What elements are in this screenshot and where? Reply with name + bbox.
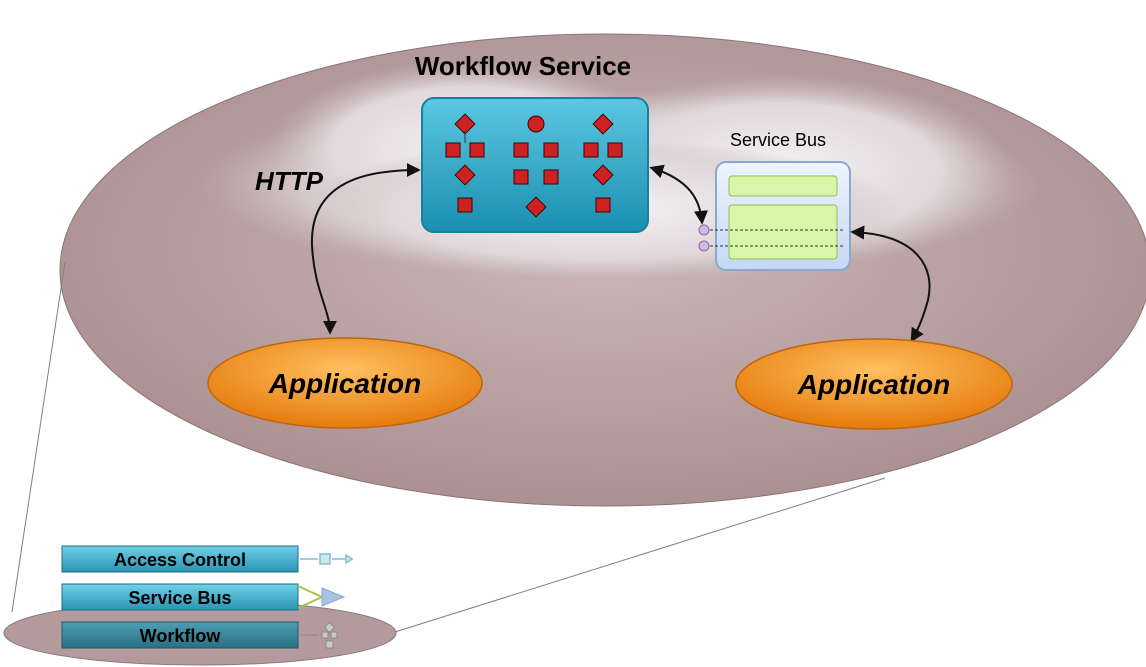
stack-service-bus: Service Bus	[61, 583, 346, 611]
application-left: Application	[207, 337, 483, 429]
zoom-line-right	[394, 477, 886, 633]
arrow-bus-app	[850, 225, 931, 343]
application-right: Application	[735, 338, 1013, 430]
arrow-http	[310, 163, 421, 335]
workflow-mini-icon	[300, 621, 338, 649]
service-bus-label: Service Bus	[730, 130, 826, 150]
zoom-line-left	[11, 261, 66, 613]
stack-access-control: Access Control	[61, 545, 354, 573]
workflow-box	[421, 97, 649, 233]
svg-text:Access Control: Access Control	[114, 550, 246, 570]
http-label: HTTP	[255, 166, 324, 196]
workflow-shapes-icon	[445, 113, 623, 218]
access-control-icon	[300, 553, 354, 565]
workflow-service-title: Workflow Service	[415, 51, 631, 81]
bus-endpoint-top	[698, 224, 710, 236]
service-bus-icon	[297, 585, 346, 609]
bus-endpoint-bottom	[698, 240, 710, 252]
svg-text:Service Bus: Service Bus	[128, 588, 231, 608]
stack-workflow: Workflow	[61, 621, 338, 649]
service-bus-box	[698, 161, 851, 271]
svg-text:Workflow: Workflow	[140, 626, 222, 646]
arrow-workflow-bus	[649, 164, 708, 225]
application-left-label: Application	[268, 368, 421, 399]
application-right-label: Application	[797, 369, 950, 400]
